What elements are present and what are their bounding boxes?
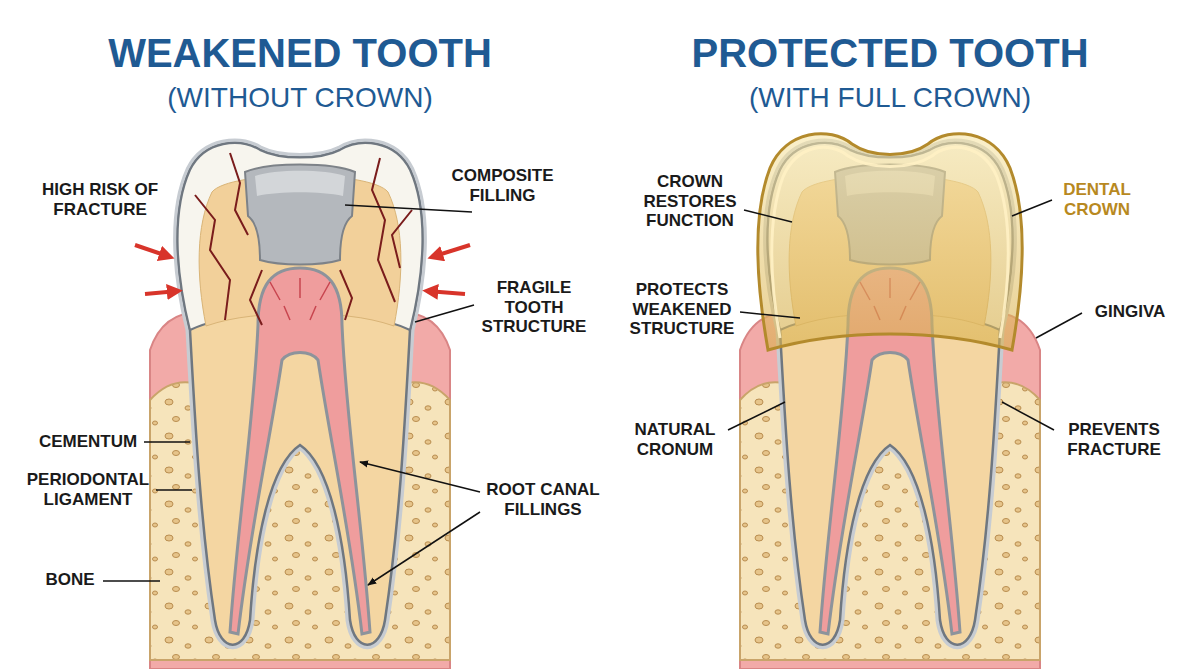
- leader-line: [103, 580, 160, 582]
- part-label: COMPOSITE FILLING: [440, 166, 565, 205]
- leader-line: [360, 462, 480, 492]
- panel-heading: PROTECTED TOOTH: [640, 30, 1140, 76]
- leader-line: [1012, 200, 1052, 216]
- leader-line: [415, 305, 474, 322]
- leader-line: [740, 312, 800, 318]
- benefit-label: PROTECTS WEAKENED STRUCTURE: [628, 280, 736, 339]
- leader-line: [1002, 402, 1054, 430]
- part-label: GINGIVA: [1085, 302, 1175, 322]
- weakened-tooth: [150, 143, 450, 669]
- part-label: ROOT CANAL FILLINGS: [482, 480, 604, 519]
- panel-subheading: (WITHOUT CROWN): [50, 82, 550, 114]
- crack: [250, 270, 262, 325]
- crack: [230, 153, 248, 235]
- panel-subheading: (WITH FULL CROWN): [640, 82, 1140, 114]
- warning-label: FRAGILE TOOTH STRUCTURE: [478, 278, 590, 337]
- part-label: DENTAL CROWN: [1055, 180, 1139, 219]
- force-arrow: [427, 291, 465, 294]
- benefit-label: PREVENTS FRACTURE: [1058, 420, 1170, 459]
- part-label: PERIODONTAL LIGAMENT: [22, 470, 154, 509]
- crack: [195, 195, 230, 320]
- crack: [340, 270, 352, 320]
- force-arrow: [432, 245, 470, 257]
- leader-line: [156, 489, 192, 491]
- leader-lines: [103, 200, 1082, 585]
- crack: [392, 210, 412, 268]
- leader-line: [744, 210, 792, 222]
- panel-heading: WEAKENED TOOTH: [50, 30, 550, 76]
- benefit-label: CROWN RESTORES FUNCTION: [640, 172, 740, 231]
- warning-label: HIGH RISK OF FRACTURE: [35, 180, 165, 219]
- leader-line: [144, 441, 190, 443]
- part-label: CEMENTUM: [36, 432, 140, 452]
- force-arrow: [145, 291, 178, 294]
- leader-line: [345, 205, 472, 212]
- leader-line: [368, 512, 480, 585]
- leader-line: [728, 402, 785, 430]
- force-arrow: [135, 245, 170, 257]
- crack-lines: [195, 153, 412, 325]
- crack: [372, 158, 395, 302]
- crown-inner-rim: [772, 147, 1009, 338]
- part-label: NATURAL CRONUM: [625, 420, 725, 459]
- leader-line: [1036, 313, 1082, 338]
- part-label: BONE: [40, 570, 100, 590]
